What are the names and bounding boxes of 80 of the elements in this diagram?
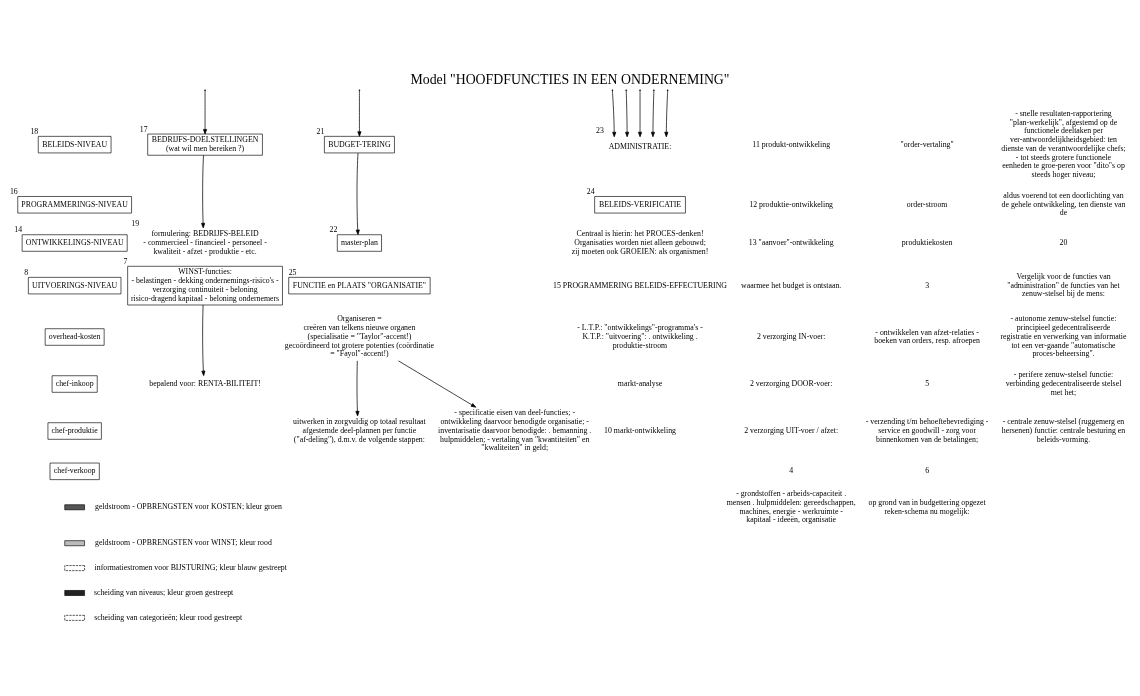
- label: - verzending t/m behoeftebevrediging - service en goodwill - zorg voor binnenkomen van de betalingen;: [865, 416, 989, 444]
- node-text: - specificatie eisen van deel-functies; - ontwikkeling daarvoor benodigde organisatie; - inventarisatie daarvoor benodigde: . bemanning . hulpmiddelen; - vertaling van "kwantiteiten" en "kwaliteiten" in geld;: [438, 407, 592, 452]
- node-box: BELEIDS-NIVEAU: [37, 135, 112, 153]
- legend-label: informatiestromen voor BIJSTURING; kleur blauw gestreept: [94, 562, 287, 572]
- arrow: [664, 89, 669, 137]
- label: waarmee het budget is ontstaan.: [741, 280, 842, 290]
- label: - L.T.P.: "ontwikkelings"-programma's - K.T.P.: "uitvoering": . ontwikkeling . produktie-stroom: [577, 322, 703, 350]
- label: produktiekosten: [901, 237, 953, 247]
- label: order-stroom: [906, 199, 948, 209]
- legend-label: geldstroom - OPBRENGSTEN voor WINST; kleur rood: [94, 537, 272, 547]
- label: markt-analyse: [617, 378, 663, 388]
- node-box: BELEIDS-VERIFICATIE: [594, 195, 686, 213]
- label: 20: [1059, 237, 1068, 247]
- legend-label: geldstroom - OPBRENGSTEN voor KOSTEN; kleur groen: [94, 501, 282, 511]
- arrow: [355, 359, 360, 416]
- arrow: [625, 89, 630, 137]
- node-box: PROGRAMMERINGS-NIVEAU: [17, 195, 132, 213]
- label: 12 produktie-ontwikkeling: [749, 199, 834, 209]
- node-text: Organiseren = creëren van telkens nieuwe organen (specialisatie = "Taylor"-accent!) gecoördineerd tot grotere potenties (coördinatie = "Fayol"-accent!): [284, 313, 434, 358]
- node-box: UITVOERINGS-NIVEAU: [28, 276, 122, 294]
- node-label: 7: [123, 256, 128, 266]
- node-label: 25: [288, 267, 297, 277]
- node-label: 21: [316, 126, 325, 136]
- label: aldus voerend tot een doorlichting van de gehele ontwikkeling, ten dienste van de: [1001, 190, 1126, 217]
- label: 15 PROGRAMMERING BELEIDS-EFFECTUERING: [553, 280, 728, 290]
- arrow: [201, 154, 206, 228]
- node-box: chef-produktie: [47, 421, 102, 440]
- node-label: 16: [9, 186, 18, 196]
- node-label: 19: [131, 218, 140, 228]
- label: - autonome zenuw-stelsel functie: principieel gedecentraliseerde registratie en verwerking van informatie tot een ver-gaande "automatische proces-beheersing".: [1000, 313, 1127, 358]
- label: Centraal is hierin: het PROCES-denken! Organisaties worden niet alleen gebouwd; zij moeten ook GROEIEN: als organismen!: [571, 228, 709, 256]
- diagram-title: Model "HOOFDFUNCTIES IN EEN ONDERNEMING": [410, 71, 730, 87]
- label: Vergelijk voor de functies van "administration" de functies van het zenuw-stelsel bij de mens:: [1007, 271, 1120, 298]
- label: - ontwikkelen van afzet-relaties - boeken van orders, resp. afroepen: [874, 327, 980, 345]
- node-box: BEDRIJFS-DOELSTELLINGEN (wat wil men bereiken ?): [147, 133, 263, 156]
- label: 2 verzorging DOOR-voer:: [749, 378, 833, 388]
- node-box: BUDGET-TERING: [324, 135, 395, 153]
- arrow: [355, 152, 360, 235]
- node-box: master-plan: [337, 233, 382, 252]
- node-text: bepalend voor: RENTA-BILITEIT!: [149, 378, 261, 388]
- node-label: 8: [24, 267, 29, 277]
- label: 13 "aanvoer"-ontwikkeling: [748, 237, 834, 247]
- label: - snelle resultaten-rapportering "plan-werkelijk", afgestemd op de functionele deeltaken per ver-antwoordelijkheidsgebied: ten dienste van de verantwoordelijke chefs; - tot steeds grotere functionele eenheden te groe-peren voor "dito"s op steeds hoger niveau;: [1001, 108, 1126, 179]
- label: "order-vertaling": [900, 139, 954, 149]
- label: - grondstoffen - arbeids-capaciteit . mensen . hulpmiddelen: gereedschappen, machines, energie - werkruimte - kapitaal - ideeën, organisatie: [726, 488, 856, 524]
- arrow: [357, 89, 362, 137]
- node-label: 22: [329, 224, 338, 234]
- node-text: ADMINISTRATIE:: [608, 141, 672, 151]
- node-box: overhead-kosten: [44, 327, 105, 346]
- arrow: [612, 89, 617, 137]
- arrow: [398, 359, 477, 408]
- label: 5: [925, 378, 930, 388]
- node-box: chef-verkoop: [49, 462, 100, 480]
- label: 2 verzorging IN-voer:: [756, 331, 826, 341]
- node-box: chef-inkoop: [51, 374, 98, 393]
- legend-label: scheiding van categorieën; kleur rood gestreept: [94, 612, 243, 622]
- label: 2 verzorging UIT-voer / afzet:: [744, 425, 839, 435]
- node-label: 14: [14, 224, 23, 234]
- node-label: 23: [596, 125, 604, 135]
- arrow: [201, 304, 206, 376]
- label: 11 produkt-ontwikkeling: [752, 139, 831, 149]
- label: op grond van in budgettering opgezet reken-schema nu mogelijk:: [868, 497, 986, 516]
- arrow: [650, 89, 655, 137]
- label: 3: [925, 280, 930, 290]
- node-box: FUNCTIE en PLAATS "ORGANISATIE": [288, 276, 431, 294]
- legend-label: scheiding van niveaus; kleur groen gestreept: [93, 587, 234, 597]
- node-label: 17: [139, 124, 148, 134]
- label: 10 markt-ontwikkeling: [604, 425, 677, 435]
- node-box: ONTWIKKELINGS-NIVEAU: [21, 233, 128, 252]
- arrow: [638, 89, 642, 137]
- label: - perifere zenuw-stelsel functie: verbinding gedecentraliseerde stelsel met het;: [1005, 369, 1122, 397]
- node-label: 18: [30, 126, 39, 136]
- node-text: formulering: BEDRIJFS-BELEID - commercieel - financieel - personeel - kwaliteit - afzet - produktie - etc.: [143, 228, 267, 256]
- node-label: 24: [586, 186, 595, 196]
- label: 6: [925, 465, 930, 475]
- node-box: WINST-functies: - belastingen - dekking ondernemings-risico's - verzorging continuiteit - beloning risico-dragend kapitaal - beloning ondernemers: [127, 265, 283, 305]
- node-text: uitwerken in zorgvuldig op totaal resultaat afgestemde deel-plannen per functie ("af-deling"), d.m.v. de volgende stappen:: [293, 416, 426, 444]
- label: 4: [789, 465, 794, 475]
- arrow: [203, 89, 208, 134]
- label: - centrale zenuw-stelsel (ruggemerg en hersenen) functie: centrale besturing en beleids-vorming.: [1001, 416, 1126, 444]
